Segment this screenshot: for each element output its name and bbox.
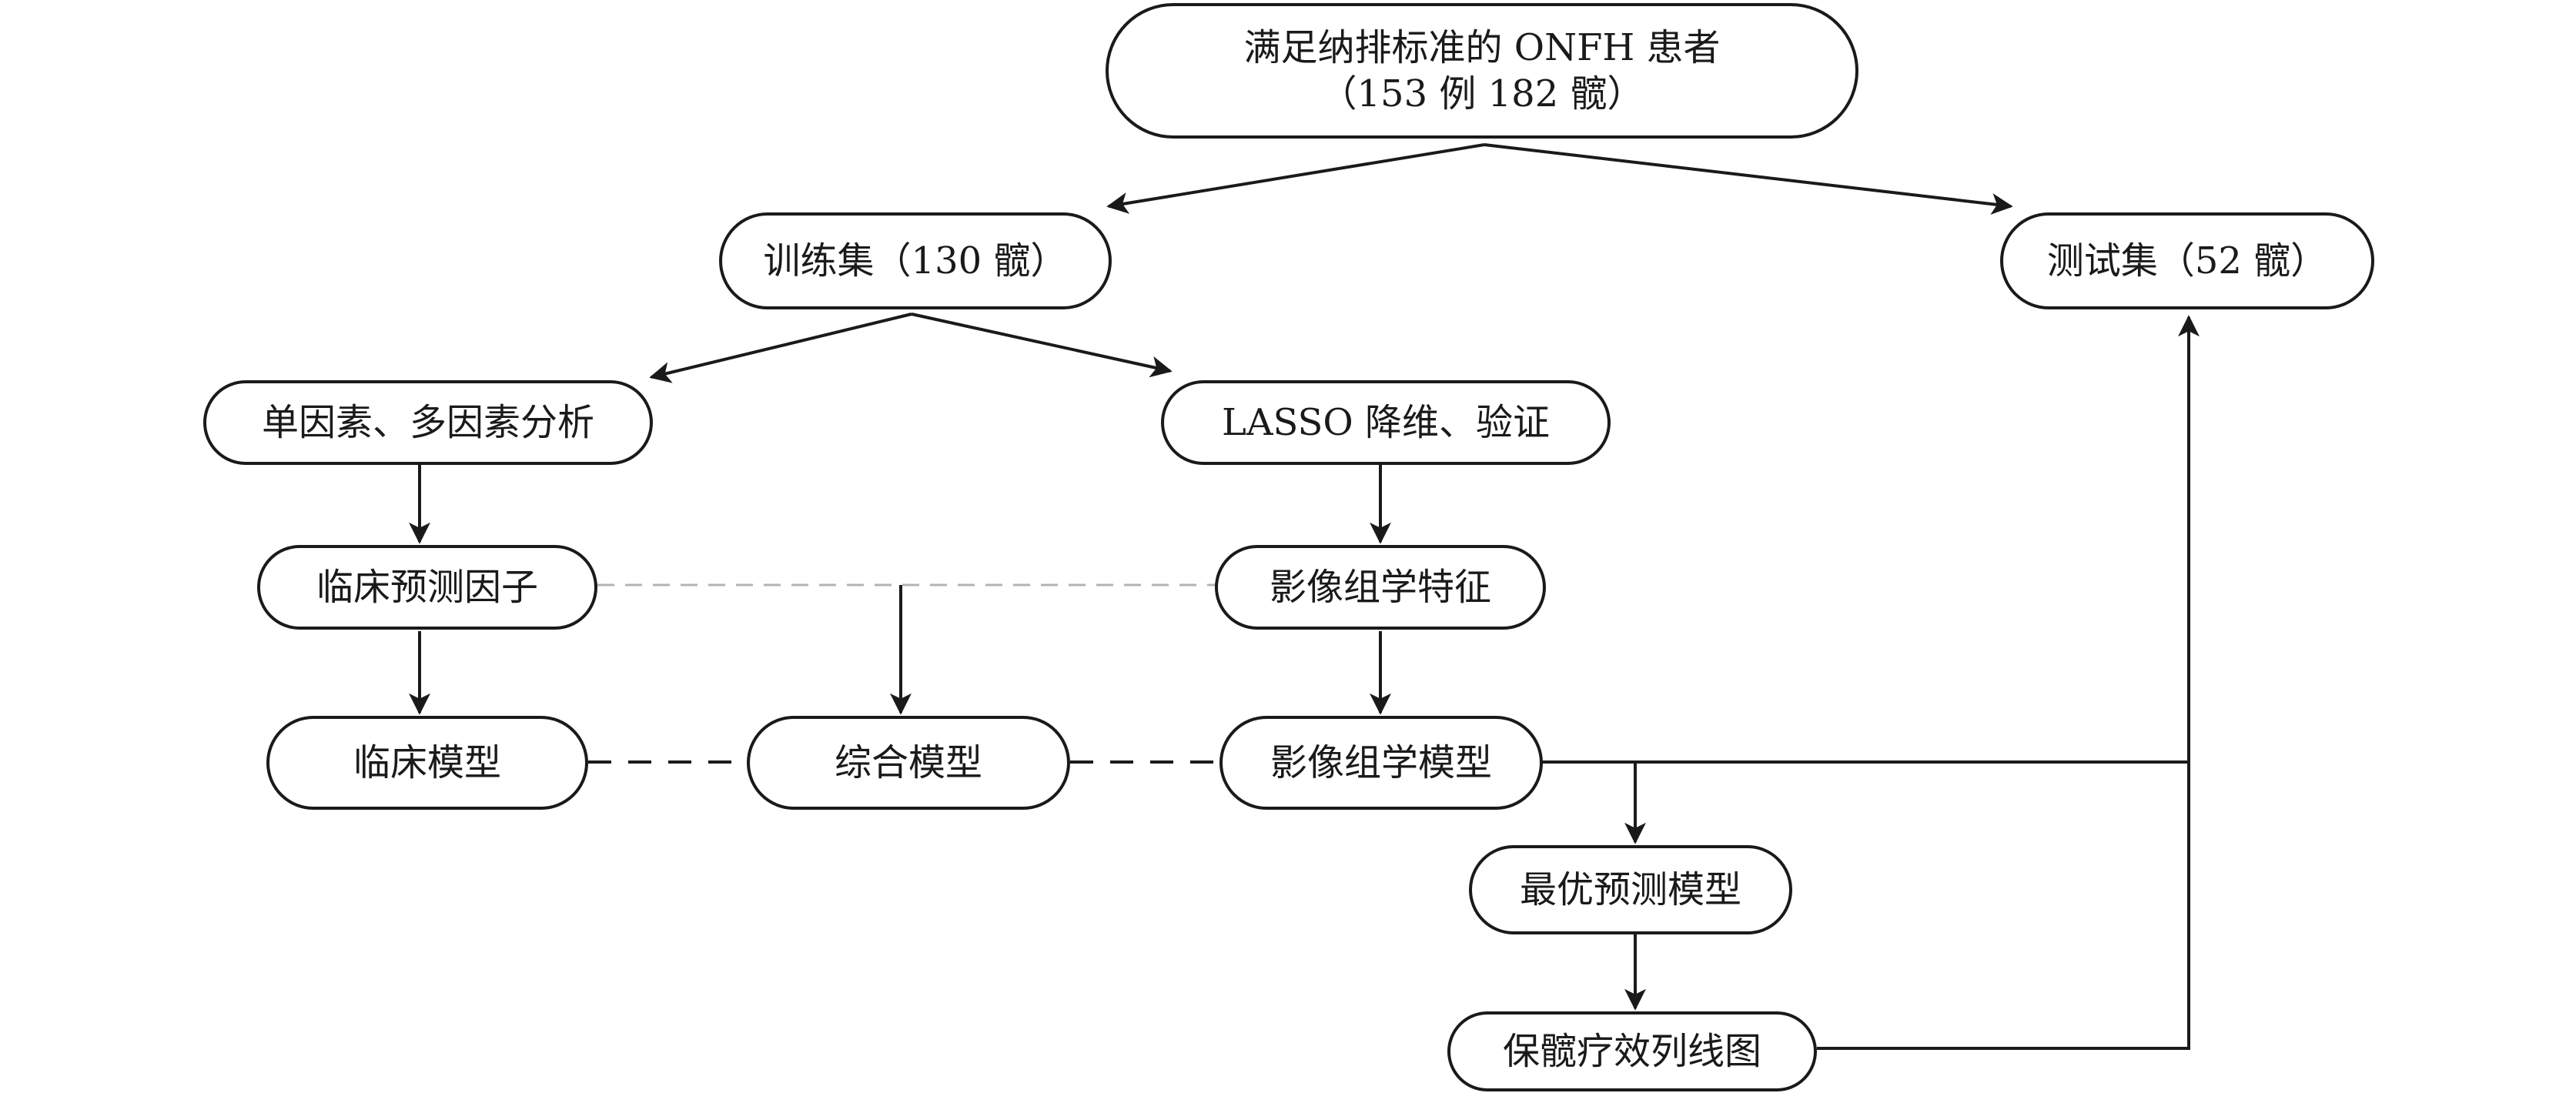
arrow-patients-to-test bbox=[1484, 143, 2013, 215]
optimal-model-node: 最优预测模型 bbox=[1469, 845, 1792, 934]
patients-line2: （153 例 182 髋） bbox=[1320, 72, 1644, 115]
clinical-predictors-node: 临床预测因子 bbox=[257, 545, 597, 630]
clinical-model-node: 临床模型 bbox=[266, 716, 588, 810]
lasso-node: LASSO 降维、验证 bbox=[1161, 380, 1611, 465]
patients-node: 满足纳排标准的 ONFH 患者 （153 例 182 髋） bbox=[1106, 3, 1858, 139]
clinical-predictors-label: 临床预测因子 bbox=[316, 566, 538, 609]
radiomics-model-node: 影像组学模型 bbox=[1219, 716, 1543, 810]
univariate-multivariate-label: 单因素、多因素分析 bbox=[261, 401, 594, 444]
arrow-patients-to-training bbox=[1106, 143, 1485, 214]
test-set-node: 测试集（52 髋） bbox=[2000, 212, 2374, 309]
lasso-label: LASSO 降维、验证 bbox=[1221, 401, 1551, 444]
test-set-label: 测试集（52 髋） bbox=[2046, 239, 2328, 282]
combined-model-node: 综合模型 bbox=[747, 716, 1070, 810]
training-set-label: 训练集（130 髋） bbox=[763, 239, 1068, 282]
radiomics-features-label: 影像组学特征 bbox=[1269, 566, 1491, 609]
univariate-multivariate-node: 单因素、多因素分析 bbox=[203, 380, 653, 465]
radiomics-features-node: 影像组学特征 bbox=[1215, 545, 1546, 630]
line-nomogram-to-test bbox=[1817, 315, 2200, 1050]
radiomics-model-label: 影像组学模型 bbox=[1270, 741, 1492, 784]
arrow-training-to-univariate bbox=[649, 313, 912, 383]
clinical-model-label: 临床模型 bbox=[353, 741, 501, 784]
patients-line1: 满足纳排标准的 ONFH 患者 bbox=[1243, 26, 1721, 69]
arrow-training-to-lasso bbox=[911, 313, 1173, 378]
nomogram-label: 保髋疗效列线图 bbox=[1502, 1030, 1761, 1073]
training-set-node: 训练集（130 髋） bbox=[719, 212, 1112, 309]
combined-model-label: 综合模型 bbox=[834, 741, 982, 784]
nomogram-node: 保髋疗效列线图 bbox=[1447, 1011, 1817, 1091]
optimal-model-label: 最优预测模型 bbox=[1519, 868, 1741, 911]
